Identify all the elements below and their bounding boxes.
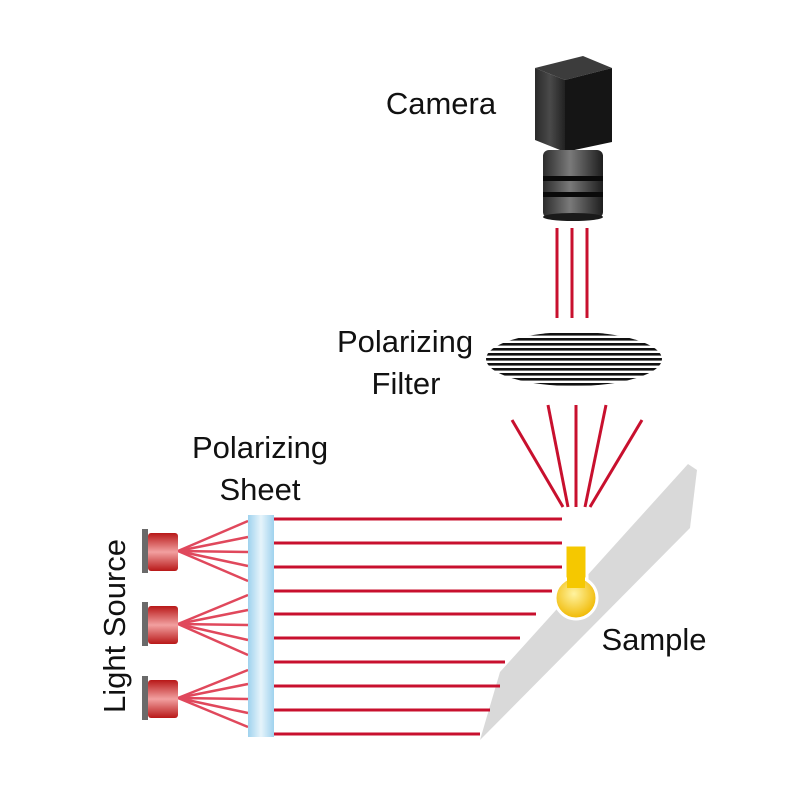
light-source-label: Light Source [97,539,132,713]
polarizing-sheet-label-line2: Sheet [219,472,300,507]
polarizing-filter-icon [486,333,662,386]
filter-stripe [486,373,662,376]
filter-stripe [486,358,662,361]
polarizing-sheet-icon [248,515,274,737]
sample-icon [553,543,599,621]
filter-stripe [486,363,662,366]
filter-stripe [486,383,662,386]
light-fans [177,519,249,729]
polarizing-filter-label-line2: Filter [372,366,441,401]
reflected-beams [510,404,644,508]
light-source-icon-2 [142,602,178,646]
camera-beams [555,228,589,318]
camera-label: Camera [386,86,497,121]
filter-stripe [486,378,662,381]
filter-stripe [486,348,662,351]
illumination-beams [274,517,562,736]
filter-stripe [486,338,662,341]
filter-stripe [486,368,662,371]
light-source-icon-1 [142,529,178,573]
sample-label: Sample [601,622,706,657]
filter-stripe [486,353,662,356]
filter-stripe [486,343,662,346]
polarizing-filter-label-line1: Polarizing [337,324,473,359]
light-source-icon-3 [142,676,178,720]
camera-icon [535,56,612,221]
polarizing-sheet-label-line1: Polarizing [192,430,328,465]
filter-stripe [486,333,662,336]
